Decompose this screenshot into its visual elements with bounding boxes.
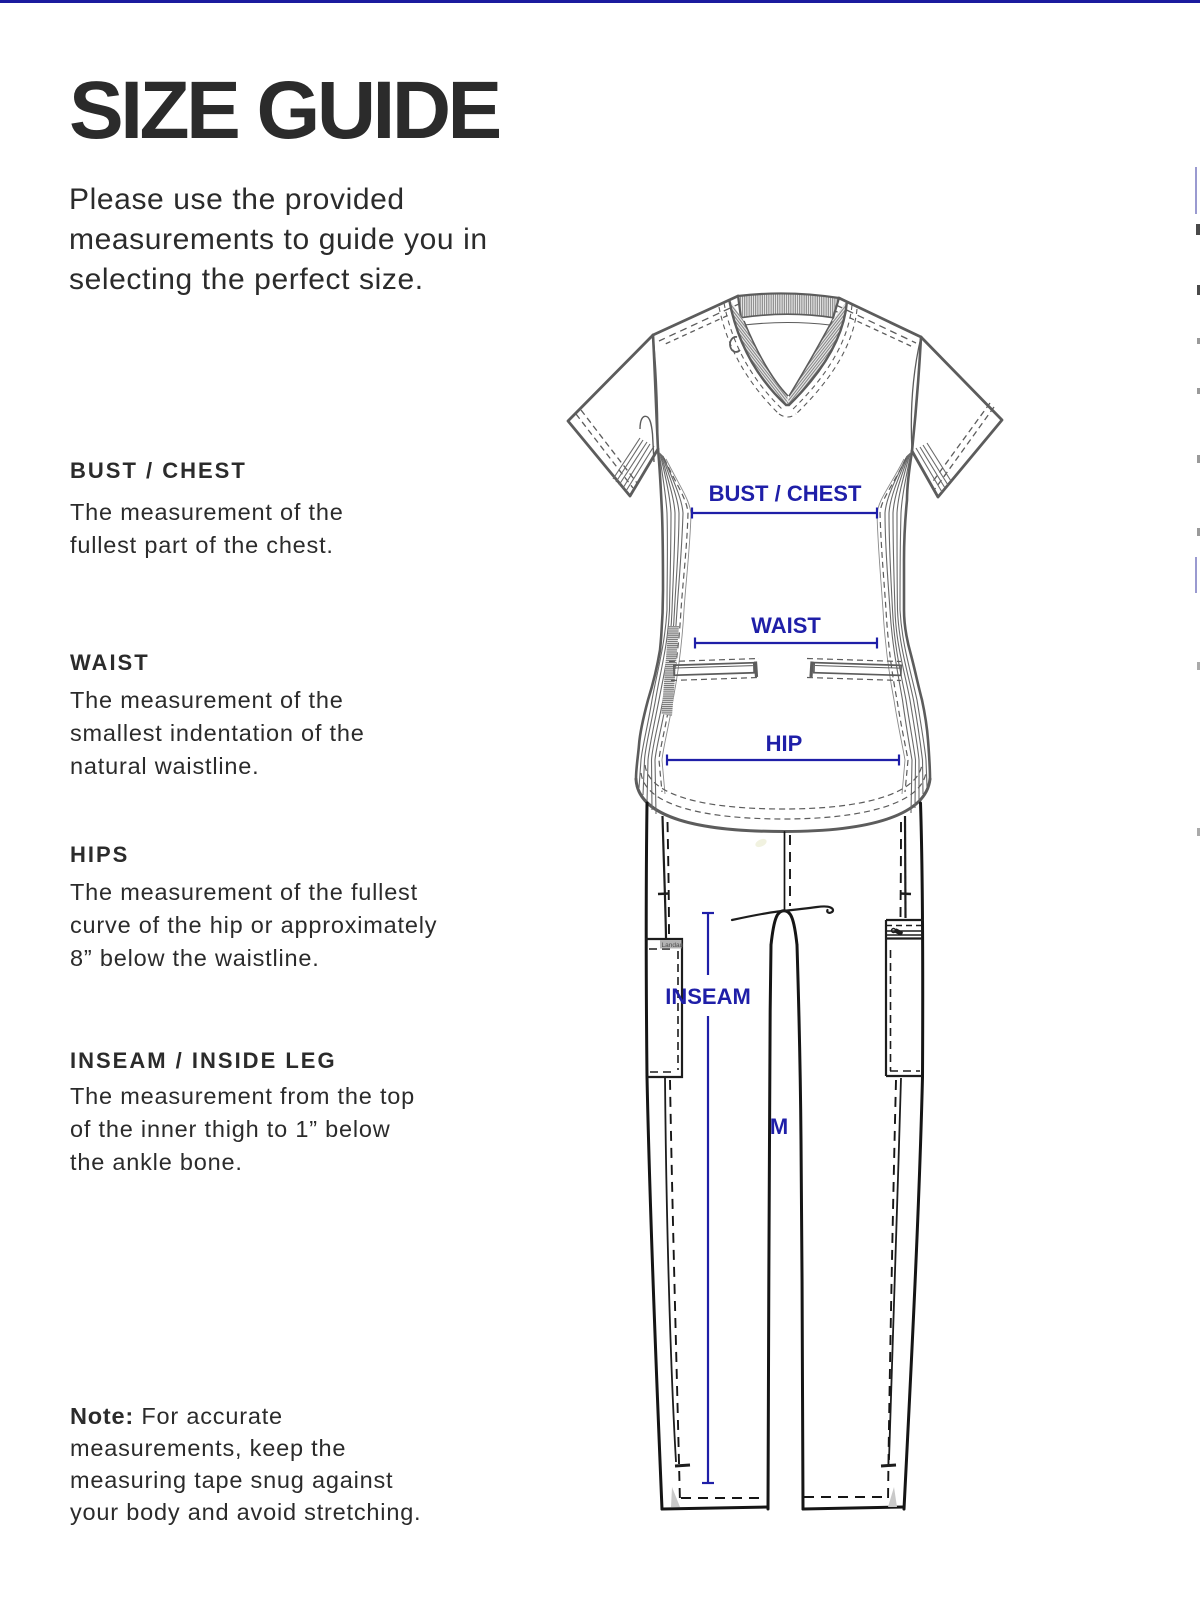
svg-text:INSEAM: INSEAM	[665, 984, 751, 1009]
svg-text:Landau: Landau	[662, 942, 684, 949]
svg-text:BUST / CHEST: BUST / CHEST	[709, 481, 862, 506]
svg-text:WAIST: WAIST	[751, 613, 821, 638]
svg-text:HIP: HIP	[766, 731, 803, 756]
svg-text:M: M	[770, 1114, 788, 1139]
